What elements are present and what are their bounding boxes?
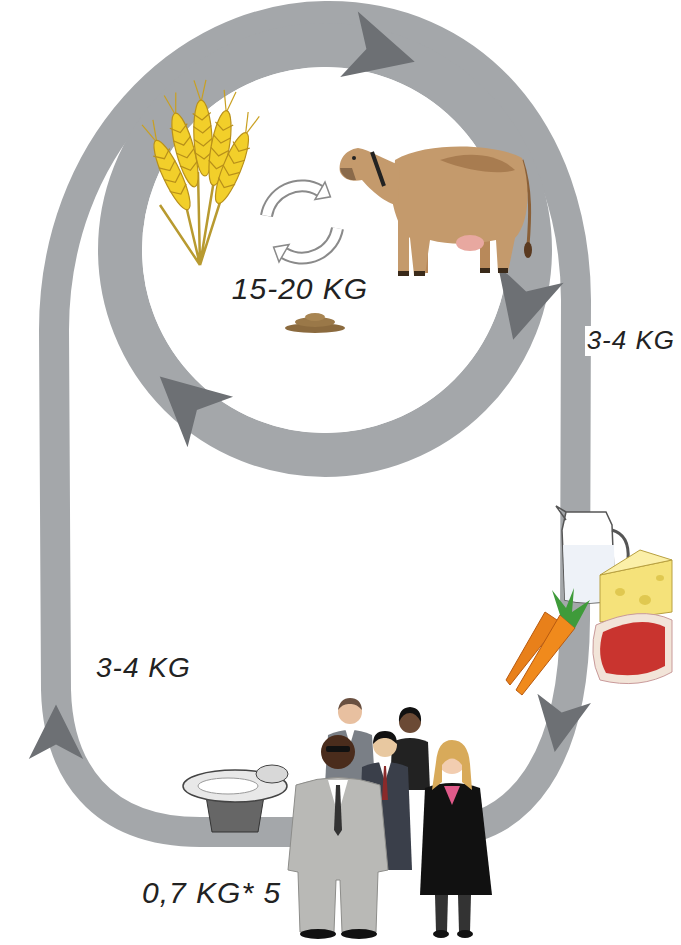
people-group	[432, 740, 472, 790]
wheat-icon	[209, 111, 262, 207]
people-group	[435, 895, 448, 932]
people-group	[300, 929, 336, 939]
weight-label: 0,7 KG* 5	[140, 876, 283, 911]
inner-ground	[142, 67, 508, 433]
weight-label: 15-20 KG	[230, 272, 370, 307]
weight-label: 3-4 KG	[94, 652, 193, 684]
cow-icon	[392, 147, 528, 275]
people-group	[326, 746, 350, 752]
ring-arrowheads	[137, 11, 564, 447]
meat-steak	[593, 614, 672, 684]
cheese-wedge	[639, 595, 651, 605]
carrots	[516, 615, 575, 695]
people-group	[288, 778, 388, 933]
cow-icon	[398, 200, 409, 275]
carrots	[506, 588, 590, 695]
cheese-wedge	[615, 588, 625, 596]
flow-arrowheads	[29, 694, 591, 759]
people-group	[458, 895, 471, 932]
recycle-symbol	[284, 228, 338, 258]
people-group	[457, 930, 473, 938]
ring-arrowheads	[137, 351, 233, 447]
recycle-symbol	[267, 186, 321, 216]
recycle-symbol	[315, 182, 330, 199]
latrine-icon	[183, 765, 288, 832]
people-group	[338, 698, 362, 710]
latrine-icon	[198, 778, 258, 794]
people-group	[288, 698, 492, 939]
people-group	[420, 783, 492, 895]
cheese-wedge	[656, 575, 664, 581]
wheat-icon	[139, 119, 196, 214]
cow-icon	[352, 156, 356, 160]
weight-label: 3-4 KG	[585, 326, 677, 356]
flow-band	[54, 16, 576, 832]
ring-arrowheads	[340, 11, 423, 94]
flow-arrowheads	[528, 694, 591, 757]
cheese-wedge	[600, 550, 672, 622]
manure-pile	[305, 313, 325, 321]
people-group	[382, 766, 388, 800]
recycle-symbol	[284, 228, 338, 258]
meat-steak	[593, 614, 672, 684]
flow-arrowheads	[29, 705, 83, 759]
wheat-icon	[139, 80, 262, 265]
cow-icon	[480, 268, 490, 273]
cow-icon	[372, 152, 384, 186]
cow-icon	[340, 148, 400, 205]
recycle-symbol	[267, 186, 321, 216]
cow-icon	[340, 147, 532, 276]
recycle-symbol	[274, 245, 289, 262]
cow-icon	[440, 155, 515, 173]
carrots	[552, 588, 590, 628]
cow-icon	[524, 242, 532, 258]
people-group	[444, 786, 460, 805]
milk-jug	[556, 506, 566, 520]
people-group	[373, 731, 397, 744]
recycle-symbol	[267, 182, 338, 262]
people-group	[321, 735, 355, 769]
meat-steak	[600, 622, 665, 675]
cow-icon	[414, 271, 425, 276]
cow-icon	[340, 168, 356, 180]
cycle-ring	[120, 45, 530, 455]
ring-arrowheads	[480, 265, 563, 348]
people-group	[341, 929, 377, 939]
cow-icon	[456, 235, 484, 251]
cheese-wedge	[600, 550, 672, 575]
people-group	[399, 707, 421, 722]
people-group	[334, 785, 342, 836]
latrine-icon	[256, 765, 288, 783]
cow-icon	[398, 271, 409, 276]
people-group	[433, 930, 449, 938]
manure-pile	[285, 313, 345, 333]
cow-icon	[498, 268, 508, 273]
